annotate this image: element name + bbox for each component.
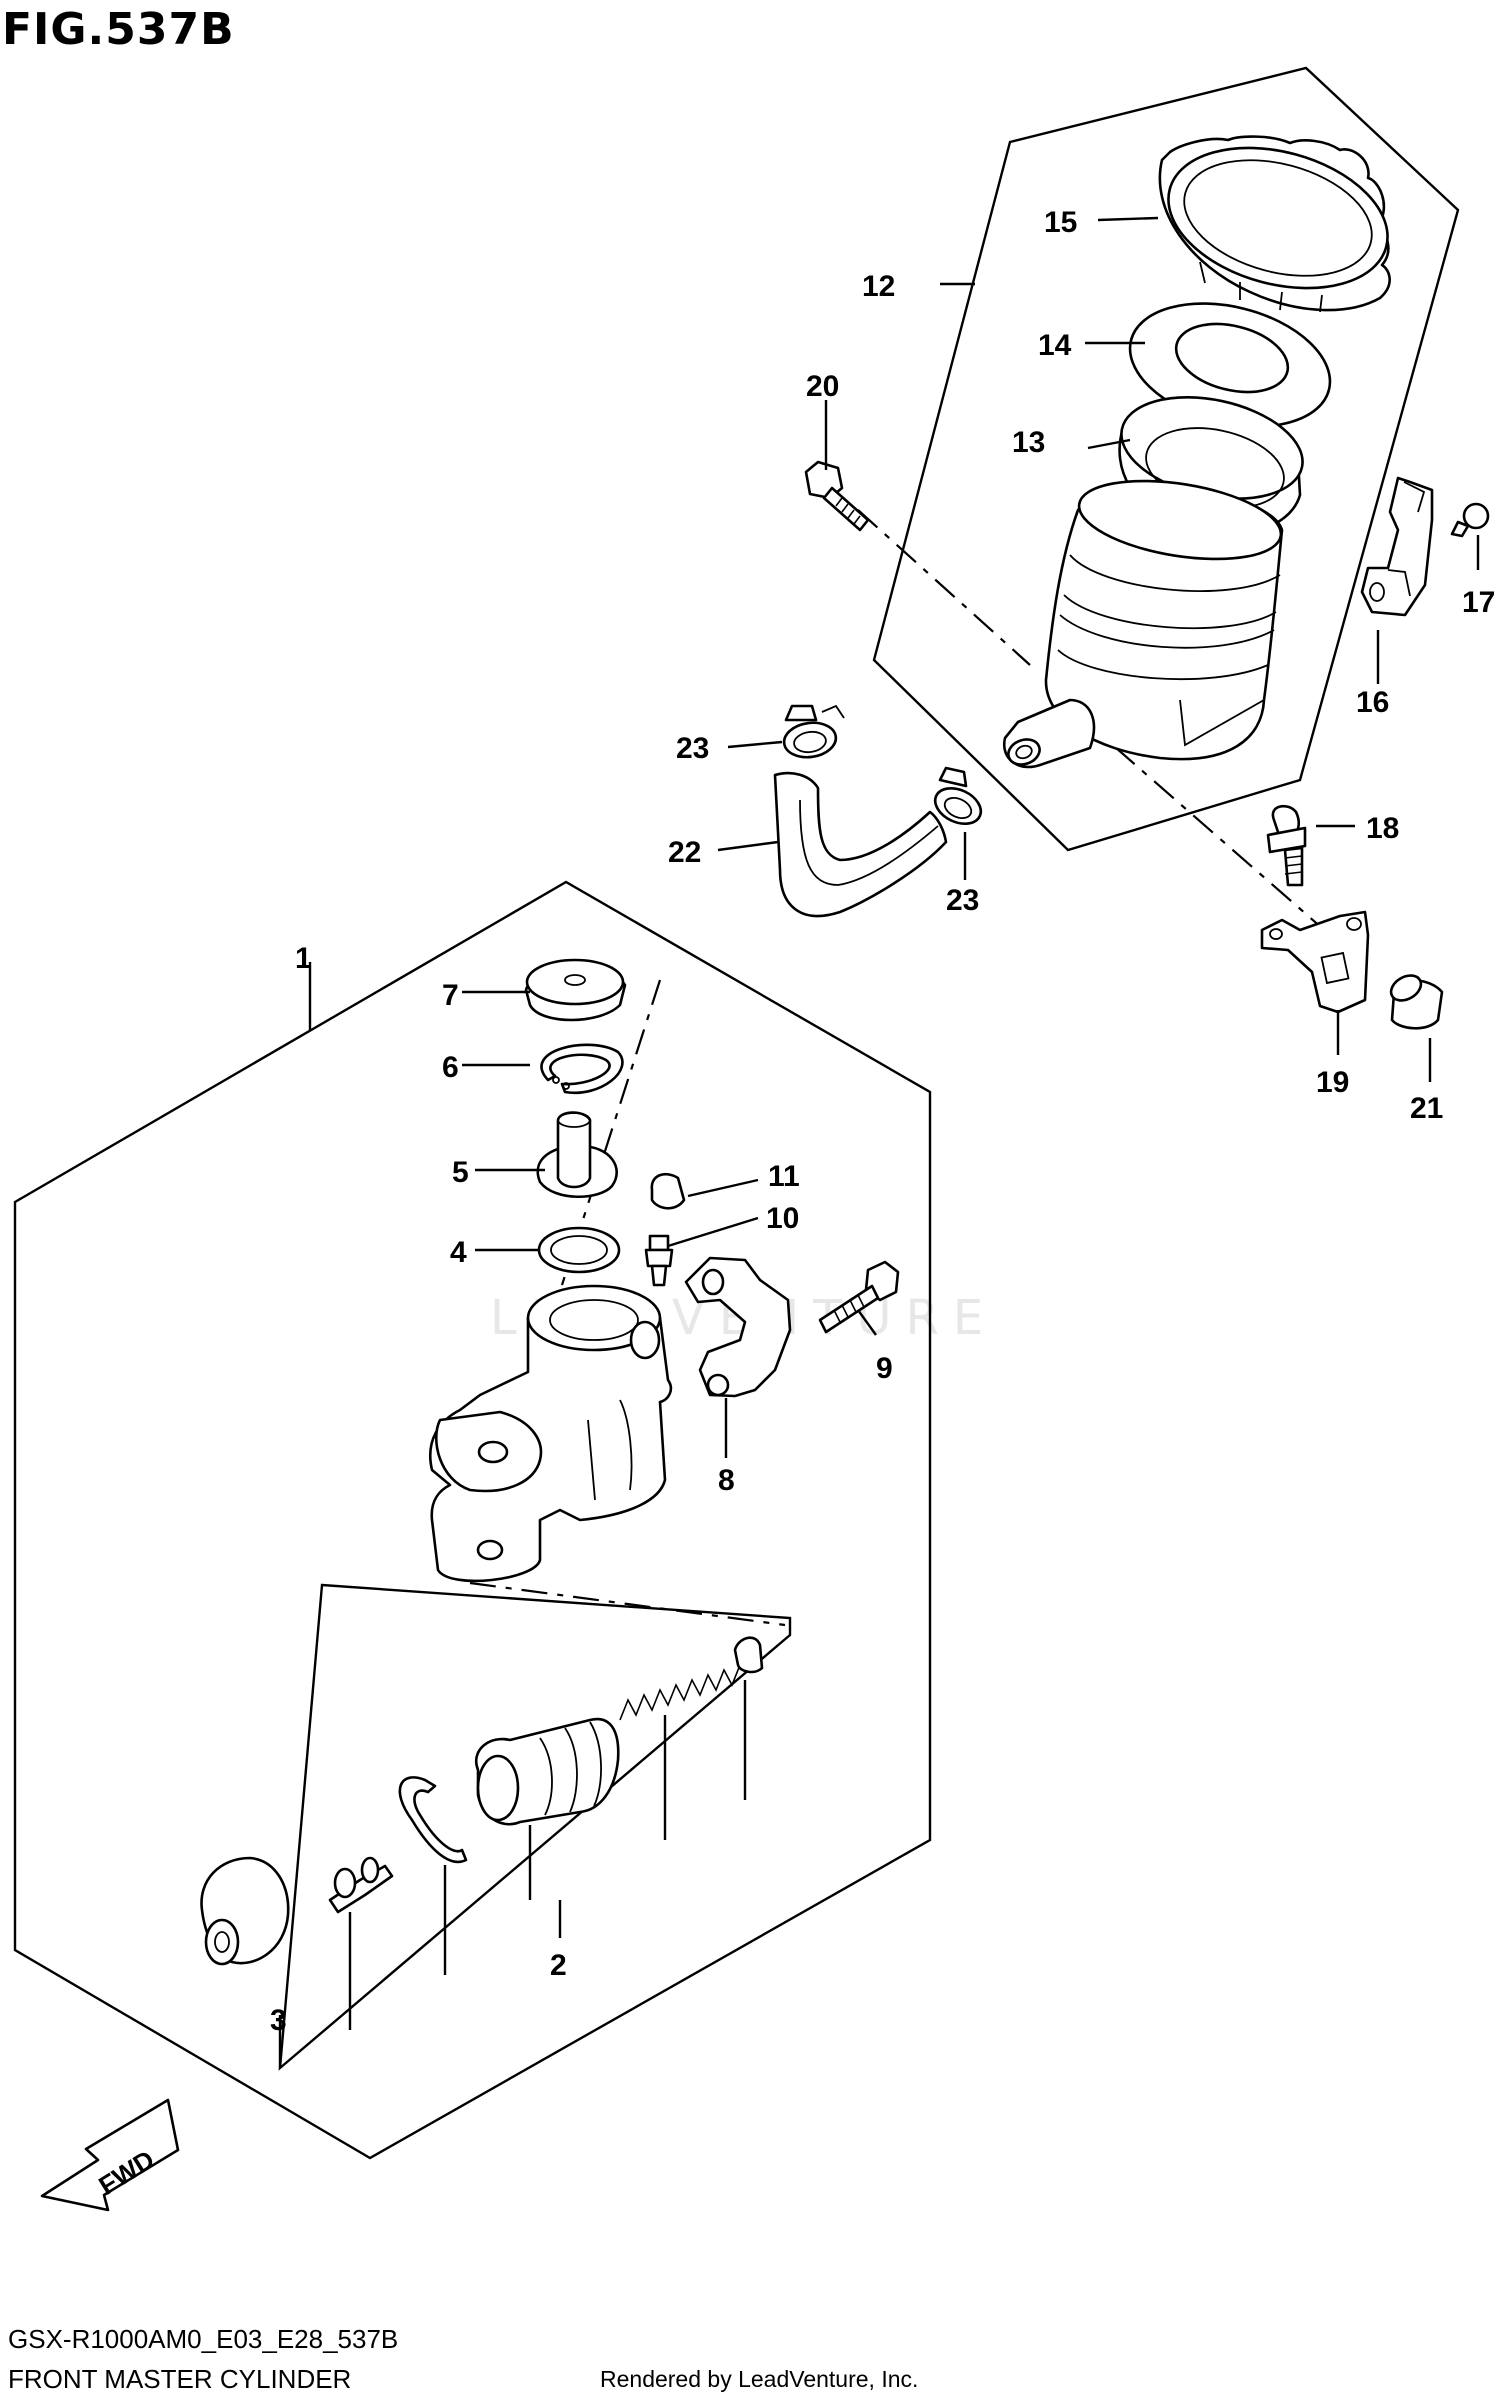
o-ring-4-part [537, 1226, 621, 1274]
hose-22-part [773, 771, 948, 918]
callout-13: 13 [1012, 426, 1045, 459]
callout-22: 22 [668, 836, 701, 869]
return-spring-part [619, 1636, 764, 1721]
callout-4: 4 [450, 1236, 467, 1269]
bracket-16-part [1360, 476, 1434, 617]
piston-cup-part [475, 1717, 620, 1826]
circlip-6-part [540, 1043, 624, 1095]
holder-8-part [684, 1256, 792, 1398]
pushrod-part [328, 1856, 394, 1914]
hose-clamp-lower-part [933, 766, 983, 825]
grommet-21-part [1389, 974, 1444, 1030]
alignment-line [1114, 746, 1331, 936]
callout-9: 9 [876, 1352, 893, 1385]
callout-3: 3 [270, 2004, 287, 2037]
callout-11: 11 [768, 1160, 800, 1193]
bolt-20-part [804, 460, 870, 532]
circlip-part [398, 1776, 468, 1864]
master-cylinder-body-part [429, 1284, 673, 1583]
render-credit: Rendered by LeadVenture, Inc. [600, 2366, 919, 2392]
callout-10: 10 [766, 1202, 799, 1235]
diaphragm-plate-part [1128, 302, 1332, 428]
stay-19-part [1260, 910, 1370, 1014]
callout-7: 7 [442, 979, 459, 1012]
callout-12: 12 [862, 270, 895, 303]
connector-5-part [536, 1111, 618, 1199]
alignment-line [857, 509, 1031, 666]
callout-18: 18 [1366, 812, 1399, 845]
callout-20-top: 20 [806, 370, 839, 403]
reservoir-body-part [1002, 479, 1284, 769]
reservoir-cap-part [1158, 135, 1391, 313]
bolt-9-part [818, 1260, 900, 1334]
bleeder-valve-10-part [644, 1234, 674, 1287]
dust-boot-3-part [200, 1856, 290, 1966]
callout-19: 19 [1316, 1066, 1349, 1099]
bleeder-cap-11-part [650, 1173, 686, 1210]
fwd-arrow-icon: FWD [40, 2098, 180, 2212]
reservoir-12-outline [872, 66, 1460, 852]
callout-5: 5 [452, 1156, 469, 1189]
callout-23-upper: 23 [676, 732, 709, 765]
callout-15: 15 [1044, 206, 1077, 239]
callout-labels: 1 2 3 4 5 6 7 8 9 10 11 12 13 14 15 16 1… [270, 206, 1495, 2037]
callout-17: 17 [1462, 586, 1495, 619]
model-code: GSX-R1000AM0_E03_E28_537B [8, 2324, 399, 2354]
figure-name: FRONT MASTER CYLINDER [8, 2364, 352, 2394]
callout-16: 16 [1356, 686, 1389, 719]
cap-7-part [524, 958, 627, 1022]
callout-2: 2 [550, 1949, 567, 1982]
screw-17-part [1450, 502, 1490, 538]
assembly-1-outline [13, 880, 932, 2160]
callout-23-lower: 23 [946, 884, 979, 917]
alignment-line [469, 1581, 786, 1627]
leader-lines [278, 216, 1480, 2068]
piston-set-2-outline [278, 1583, 792, 2071]
callout-8: 8 [718, 1464, 735, 1497]
callout-14: 14 [1038, 329, 1072, 362]
callout-6: 6 [442, 1051, 459, 1084]
bolt-18-part [1266, 804, 1307, 887]
callout-20: 21 [1410, 1092, 1443, 1125]
callout-1: 1 [295, 942, 312, 975]
hose-clamp-upper-part [782, 704, 845, 759]
figure-title: FIG.537B [2, 4, 235, 55]
